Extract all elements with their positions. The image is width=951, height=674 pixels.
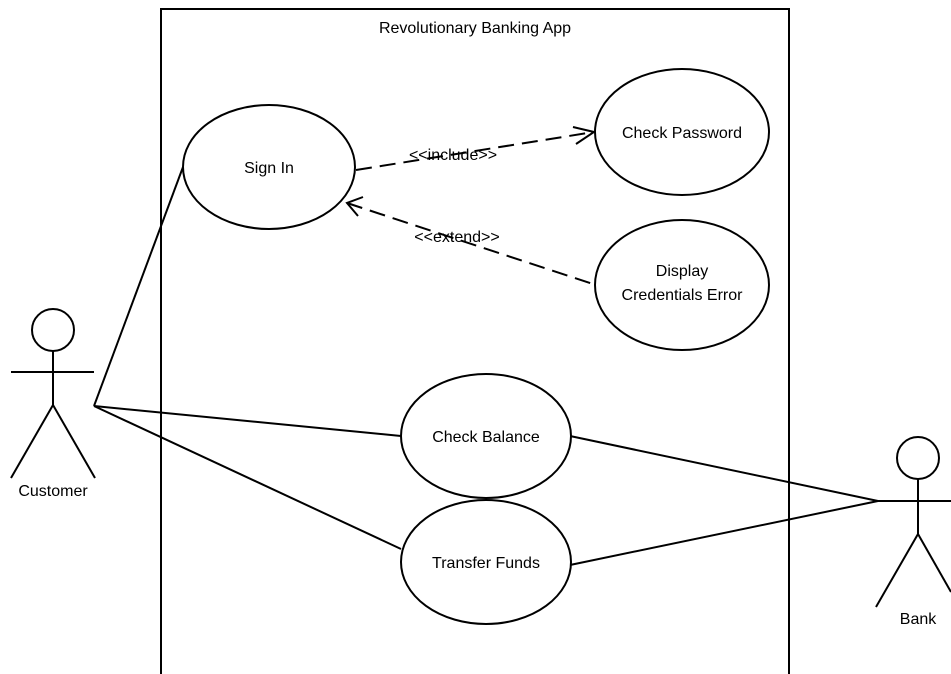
use-case-transfer-funds: Transfer Funds xyxy=(400,499,572,625)
association-customer-transfer-funds xyxy=(93,405,402,550)
use-case-display-credentials-error-line1: Display xyxy=(656,263,708,280)
actor-customer: Customer xyxy=(10,308,96,500)
system-boundary-frame xyxy=(160,8,790,674)
system-title: Revolutionary Banking App xyxy=(379,20,571,37)
use-case-transfer-funds-ellipse xyxy=(400,499,572,625)
use-case-check-password-label: Check Password xyxy=(622,125,742,142)
actor-customer-right-leg xyxy=(52,404,96,479)
associations xyxy=(93,166,879,566)
actor-customer-head xyxy=(31,308,75,352)
use-case-sign-in-ellipse xyxy=(182,104,356,230)
extend-relation: <<extend>> xyxy=(345,196,597,286)
use-case-check-balance-label: Check Balance xyxy=(432,429,540,446)
actor-bank-head xyxy=(896,436,940,480)
actor-customer-left-leg xyxy=(10,404,54,479)
include-label: <<include>> xyxy=(409,147,497,164)
use-case-check-password-ellipse xyxy=(594,68,770,196)
actor-bank-label: Bank xyxy=(900,611,937,628)
include-relation: <<include>> xyxy=(355,126,597,171)
actor-bank: Bank xyxy=(875,436,951,628)
use-case-display-credentials-error: Display Credentials Error xyxy=(594,219,770,351)
extend-arrow-line xyxy=(346,202,597,286)
association-customer-check-balance xyxy=(93,405,402,437)
use-case-display-credentials-error-ellipse xyxy=(594,219,770,351)
actor-bank-right-leg xyxy=(917,533,951,593)
extend-arrowhead xyxy=(345,196,364,217)
use-case-check-balance-ellipse xyxy=(400,373,572,499)
association-bank-check-balance xyxy=(569,435,879,502)
use-case-sign-in-label: Sign In xyxy=(244,160,294,177)
include-arrow-line xyxy=(355,131,595,171)
use-case-check-balance: Check Balance xyxy=(400,373,572,499)
use-case-check-password: Check Password xyxy=(594,68,770,196)
association-bank-transfer-funds xyxy=(569,500,879,566)
use-case-transfer-funds-label: Transfer Funds xyxy=(432,555,540,572)
actor-bank-left-leg xyxy=(875,533,919,608)
system-boundary: Revolutionary Banking App xyxy=(160,8,790,674)
actor-customer-label: Customer xyxy=(18,483,88,500)
association-customer-sign-in xyxy=(93,166,184,407)
extend-label: <<extend>> xyxy=(414,229,499,246)
use-case-sign-in: Sign In xyxy=(182,104,356,230)
use-case-display-credentials-error-line2: Credentials Error xyxy=(622,287,744,304)
